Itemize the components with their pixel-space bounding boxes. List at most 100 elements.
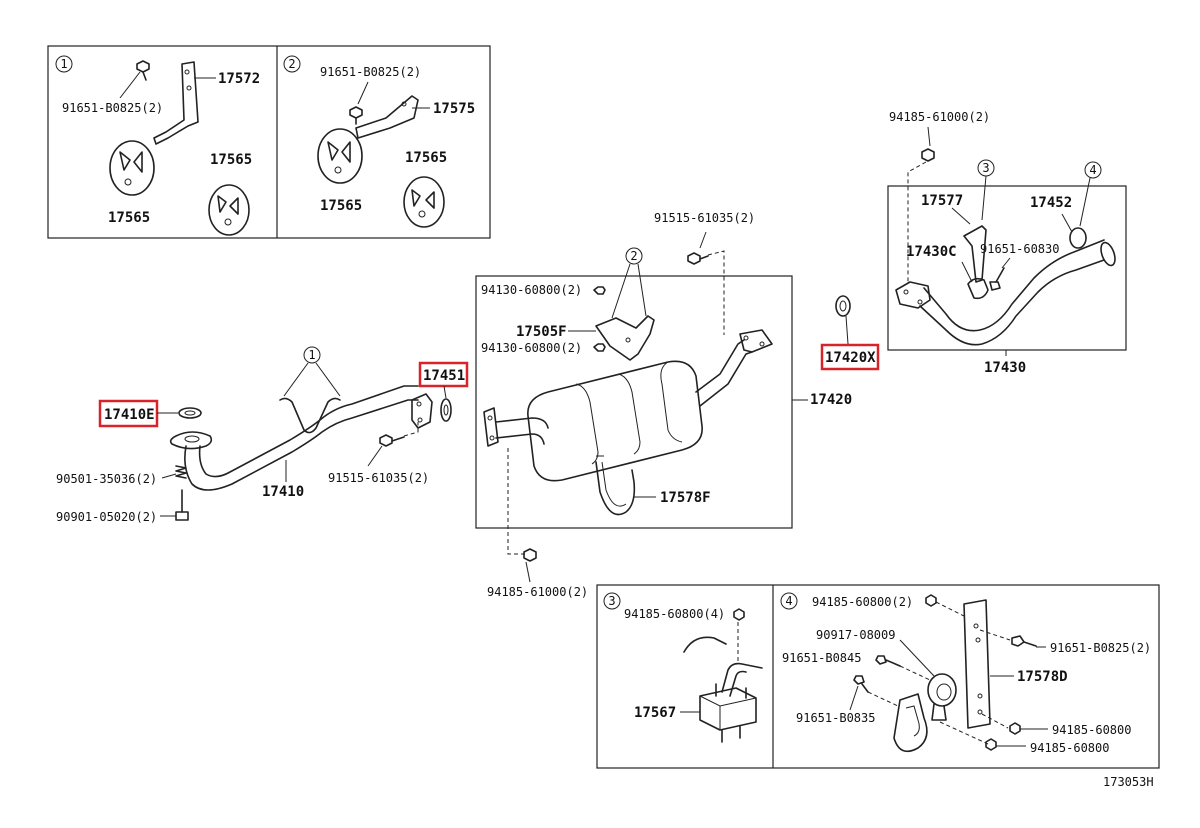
- nut-icon: [593, 286, 606, 295]
- nut-icon: [593, 343, 606, 352]
- part-number: 94130-60800(2): [481, 341, 582, 355]
- part-number: 17567: [634, 705, 676, 721]
- bolt-icon: [875, 655, 901, 667]
- part-number: 17578F: [660, 490, 711, 506]
- muffler-group: 91515-61035(2) 94130-60800(2) 94130-6080…: [481, 211, 852, 599]
- part-number: 91515-61035(2): [328, 471, 429, 485]
- nut-icon: [985, 738, 997, 751]
- muffler-icon: [483, 329, 773, 482]
- callout-label: 4: [1089, 163, 1096, 177]
- muffler-assembly-box: [475, 275, 793, 529]
- part-number-highlighted[interactable]: 17420X: [825, 350, 876, 366]
- tail-pipe-box: [887, 185, 1127, 351]
- nut-icon: [925, 594, 937, 607]
- tail-pipe-icon: [895, 225, 1116, 346]
- part-number: 91651-B0825(2): [1050, 641, 1151, 655]
- part-number: 94130-60800(2): [481, 283, 582, 297]
- nut-icon: [921, 148, 935, 162]
- hanger-bracket-icon: [355, 95, 419, 139]
- part-number: 17430: [984, 360, 1026, 376]
- rubber-hanger-icon: [317, 128, 363, 184]
- tail-gasket-group: 17420X: [820, 295, 880, 371]
- rubber-hanger-icon: [109, 140, 155, 196]
- part-number: 17565: [405, 150, 447, 166]
- part-number: 17410: [262, 484, 304, 500]
- callout-circle-4: [780, 592, 798, 610]
- nut-icon: [523, 548, 537, 562]
- inset-2: 2 91651-B0825(2) 17575 17565 17565: [283, 55, 475, 228]
- part-number: 91651-60830: [980, 242, 1059, 256]
- callout-circle-2: [625, 247, 643, 265]
- callout-circle-1: [55, 55, 73, 73]
- part-number-highlighted[interactable]: 17410E: [104, 407, 155, 423]
- part-number: 94185-60800(2): [812, 595, 913, 609]
- tail-pipe-group: 94185-61000(2) 3 4 17577 17452 17430C 91…: [889, 110, 1116, 376]
- part-number: 90501-35036(2): [56, 472, 157, 486]
- callout-label: 4: [785, 594, 792, 608]
- diagram-code: 173053H: [1103, 775, 1154, 789]
- rubber-hanger-icon: [403, 176, 445, 228]
- part-number-highlighted[interactable]: 17451: [423, 368, 465, 384]
- part-number: 94185-60800: [1052, 723, 1131, 737]
- callout-circle-2: [283, 55, 301, 73]
- callout-label: 3: [608, 594, 615, 608]
- callout-circle-4: [1084, 161, 1102, 179]
- part-number: 17565: [320, 198, 362, 214]
- bolt-icon: [687, 252, 709, 265]
- rubber-hanger-icon: [208, 184, 250, 236]
- part-number: 91651-B0825(2): [62, 101, 163, 115]
- part-number: 17575: [433, 101, 475, 117]
- bracket-icon: [595, 315, 655, 361]
- bolt-icon: [175, 489, 189, 521]
- part-number: 17572: [218, 71, 260, 87]
- bolt-icon: [989, 267, 1005, 291]
- callout-circle-1: [303, 346, 321, 364]
- bolt-icon: [379, 434, 405, 447]
- gasket-icon: [835, 295, 851, 317]
- bracket-plate-icon: [963, 599, 991, 729]
- nut-icon: [733, 608, 745, 621]
- part-number: 90901-05020(2): [56, 510, 157, 524]
- part-number: 94185-60800(4): [624, 607, 725, 621]
- gasket-icon: [178, 407, 202, 419]
- part-number: 91515-61035(2): [654, 211, 755, 225]
- bolt-icon: [349, 106, 363, 125]
- part-number: 17578D: [1017, 669, 1068, 685]
- front-pipe-group: 17410E 1 17451: [56, 346, 469, 524]
- callout-label: 3: [982, 161, 989, 175]
- part-number: 91651-B0825(2): [320, 65, 421, 79]
- part-number: 90917-08009: [816, 628, 895, 642]
- rubber-cushion-icon: [927, 673, 957, 721]
- clamp-icon: [893, 693, 928, 753]
- bolt-icon: [136, 60, 150, 81]
- part-number: 94185-61000(2): [487, 585, 588, 599]
- inset-3: 3 94185-60800(4) 17567: [603, 592, 763, 743]
- callout-circle-3: [603, 592, 621, 610]
- callout-label: 1: [308, 348, 315, 362]
- inset-1: 1 91651-B0825(2) 17572 17565 1756: [55, 55, 260, 236]
- highlight-box: [820, 343, 880, 371]
- bolt-icon: [853, 675, 869, 693]
- inset-box-3-4: [596, 584, 1160, 769]
- inset-box-1-2: [47, 45, 491, 239]
- nut-icon: [1009, 722, 1021, 735]
- gasket-icon: [440, 398, 452, 422]
- part-number: 94185-60800: [1030, 741, 1109, 755]
- callout-label: 2: [630, 249, 637, 263]
- hanger-bracket-icon: [153, 61, 199, 145]
- part-number: 17565: [210, 152, 252, 168]
- exhaust-pipe-icon: [169, 385, 433, 491]
- part-number: 17430C: [906, 244, 957, 260]
- hanger-rod-icon: [683, 636, 763, 697]
- spring-icon: [175, 465, 187, 479]
- callout-label: 2: [288, 57, 295, 71]
- bolt-icon: [1011, 635, 1037, 647]
- part-number: 91651-B0835: [796, 711, 875, 725]
- rubber-mount-icon: [699, 683, 757, 743]
- part-number: 17420: [810, 392, 852, 408]
- part-number: 17505F: [516, 324, 567, 340]
- part-number: 94185-61000(2): [889, 110, 990, 124]
- callout-label: 1: [60, 57, 67, 71]
- part-number: 17565: [108, 210, 150, 226]
- part-number: 91651-B0845: [782, 651, 861, 665]
